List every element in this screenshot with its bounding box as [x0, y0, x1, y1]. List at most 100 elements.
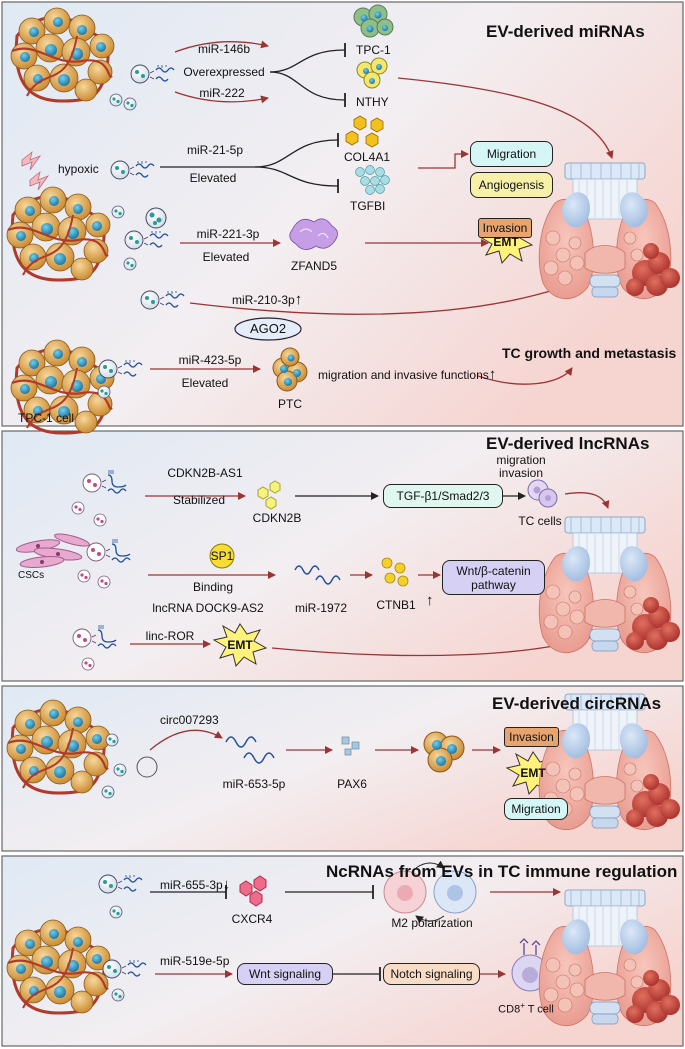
mir1972-icon [294, 565, 341, 585]
arrow-migration [418, 150, 469, 169]
notch-signaling-box: Notch signaling [383, 963, 480, 985]
label-mir21: miR-21-5p [186, 143, 244, 157]
label-elevated-3: Elevated [181, 376, 229, 390]
label-circ007293: circ007293 [160, 713, 219, 727]
label-elevated-1: Elevated [189, 171, 237, 185]
label-cxcr4: CXCR4 [231, 912, 273, 926]
cxcr4-hexagons [239, 875, 267, 907]
tgfbi-spheres [355, 165, 390, 195]
ev-icon [105, 733, 119, 747]
label-dock9: lncRNA DOCK9-AS2 [152, 601, 264, 615]
migration-box: Migration [470, 141, 553, 167]
ev-icon [123, 97, 137, 111]
label-migration: migration [496, 453, 546, 467]
label-pax6: PAX6 [337, 777, 367, 791]
label-migration-invasive: migration and invasive functions↑ [318, 366, 497, 383]
panel-title-lncrna: EV-derived lncRNAs [486, 434, 650, 453]
cdkn2b-hexagons [257, 480, 281, 510]
label-cdkn2b: CDKN2B [252, 511, 302, 525]
pax6-icon [341, 736, 360, 756]
circrna-icon [136, 756, 158, 778]
ptc-cell-icon [272, 347, 308, 392]
label-nthy: NTHY [356, 95, 389, 109]
ev-icon [111, 988, 125, 1002]
angiogenesis-box: Angiogensis [470, 172, 553, 198]
invasion-box: Invasion [478, 218, 532, 238]
label-tgfbi: TGFBI [350, 199, 386, 213]
label-tpc1: TPC-1 [356, 43, 391, 57]
ev-icon [97, 385, 111, 399]
label-stabilized: Stabilized [172, 493, 226, 507]
ctnb1-spheres [381, 557, 409, 587]
ev-icon [109, 93, 123, 107]
invasion-box-2: Invasion [504, 727, 559, 747]
wnt-signaling-box: Wnt signaling [237, 963, 333, 985]
label-mir423: miR-423-5p [178, 353, 242, 367]
ev-icon [77, 569, 91, 583]
sp1-circle [209, 543, 235, 569]
label-hypoxic: hypoxic [58, 162, 99, 176]
mir653-icon [225, 736, 275, 764]
wnt-catenin-box: Wnt/β-catenin pathway [442, 560, 545, 595]
label-mir655: miR-655-3p↓ [160, 876, 231, 893]
label-tc-growth: TC growth and metastasis [502, 345, 677, 361]
label-col4a1: COL4A1 [344, 150, 391, 164]
panel-title-circrna: EV-derived circRNAs [492, 694, 662, 713]
label-cd8-tcell: CD8+ T cell [498, 1001, 554, 1016]
tpc1-cell-icon [353, 4, 394, 38]
ev-icon [109, 905, 123, 919]
inhibit-nthy [269, 71, 346, 101]
label-overexpressed: Overexpressed [183, 65, 265, 79]
label-mir146b: miR-146b [197, 42, 251, 56]
arrow-nthy-thyroid [397, 77, 614, 159]
migration-box-2: Migration [504, 798, 568, 820]
emt-label-2: EMT [227, 638, 253, 652]
ev-large-icon [145, 207, 167, 229]
lightning-icon [21, 150, 50, 191]
label-tc-cells: TC cells [518, 514, 562, 528]
panel-title-immune: NcRNAs from EVs in TC immune regulation [326, 862, 678, 881]
label-invasion: invasion [498, 466, 544, 480]
label-mir519: miR-519e-5p [160, 954, 230, 968]
arrow-circ [149, 729, 223, 751]
inhibit-col4a1 [254, 139, 339, 168]
label-sp1: SP1 [210, 549, 234, 563]
inhibit-tgfbi [254, 166, 339, 187]
tgf-smad-box: TGF-β1/Smad2/3 [383, 484, 503, 508]
emt-label-1: EMT [493, 235, 519, 249]
nthy-cell-icon [356, 57, 388, 89]
arrow-functions [477, 367, 573, 385]
ev-icon [71, 501, 85, 515]
label-ctnb1: CTNB1 [376, 598, 416, 612]
label-binding: Binding [192, 580, 234, 594]
tc-cells-icon [527, 479, 558, 508]
panel-title-mirna: EV-derived miRNAs [486, 22, 645, 41]
label-cscs: CSCs [18, 570, 45, 581]
arrow-mir222 [174, 91, 269, 104]
ago2-ellipse [234, 317, 302, 341]
wnt-line2: pathway [471, 577, 516, 592]
emt-label-3: EMT [520, 766, 546, 780]
ev-icon [81, 657, 95, 671]
label-ago2: AGO2 [249, 321, 287, 336]
macrophage-icon [383, 860, 477, 924]
ctnb1-up-arrow: ↑ [426, 592, 434, 609]
inhibit-tpc1 [269, 49, 346, 73]
label-linc-ror: linc-ROR [145, 629, 195, 643]
tumor-cells-icon [423, 731, 465, 773]
arrow-mir146b [174, 40, 269, 53]
ev-icon [93, 513, 107, 527]
label-ptc: PTC [278, 397, 302, 411]
label-tpc1-cell: TPC-1 cell [18, 411, 75, 425]
label-mir1972: miR-1972 [294, 601, 348, 615]
label-elevated-2: Elevated [202, 250, 250, 264]
label-mir653: miR-653-5p [222, 777, 286, 791]
label-mir222: miR-222 [199, 86, 245, 100]
label-mir221: miR-221-3p [196, 227, 260, 241]
ev-icon [113, 763, 127, 777]
cscs-icon [15, 533, 90, 568]
ev-icon [111, 205, 125, 219]
arrow-tc-thyroid [564, 492, 610, 509]
label-cdkn2b-as1: CDKN2B-AS1 [167, 466, 243, 480]
